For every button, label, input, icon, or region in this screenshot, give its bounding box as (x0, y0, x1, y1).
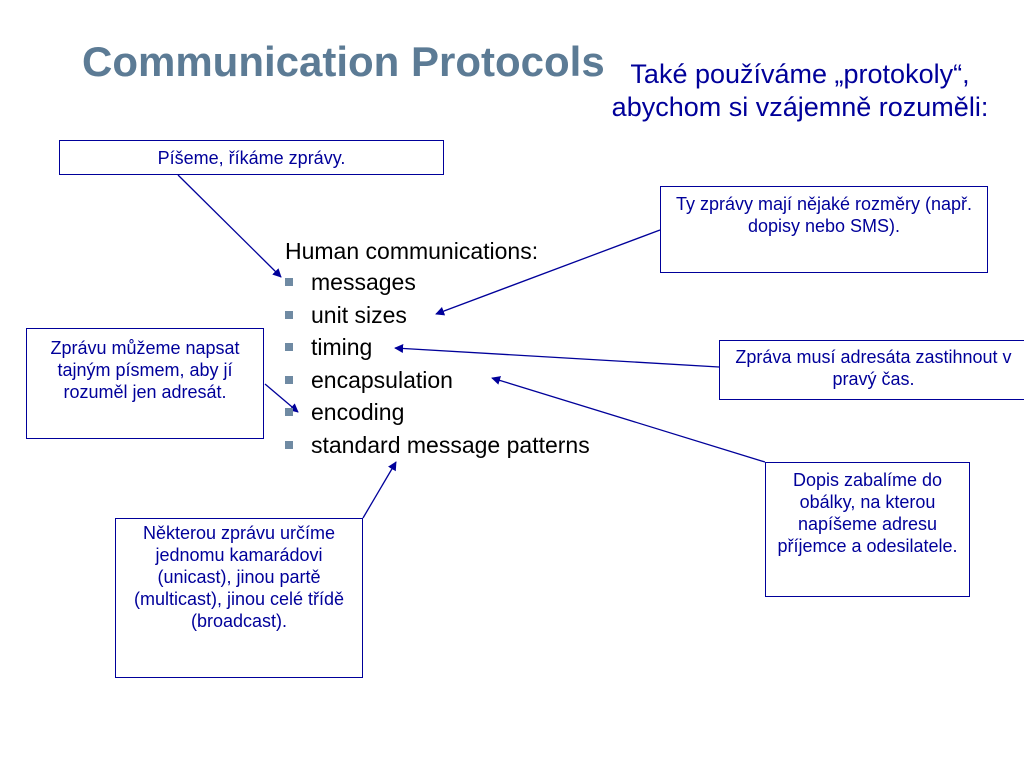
arrow-write-to-messages (177, 174, 282, 278)
arrow-secret-to-encoding (264, 383, 299, 413)
callout-envelope: Dopis zabalíme do obálky, na kterou napí… (765, 462, 970, 597)
list-item-timing: timing (285, 331, 590, 364)
slide-subtitle: Také používáme „protokoly“, abychom si v… (611, 59, 989, 122)
callout-envelope-text: Dopis zabalíme do obálky, na kterou napí… (777, 470, 958, 556)
arrow-envelope-to-encapsulation (491, 376, 766, 463)
callout-secret-text: Zprávu můžeme napsat tajným písmem, aby … (50, 338, 240, 402)
list-heading: Human communications: (285, 238, 539, 264)
list-item-messages: messages (285, 266, 590, 299)
list-item-unit-sizes: unit sizes (285, 299, 590, 332)
callout-write-say: Píšeme, říkáme zprávy. (59, 140, 444, 175)
list-item-encapsulation: encapsulation (285, 364, 590, 397)
callout-patterns-text: Některou zprávu určíme jednomu kamarádov… (133, 523, 345, 631)
callout-timing-text: Zpráva musí adresáta zastihnout v pravý … (735, 347, 1012, 389)
arrow-timing-to-timing (394, 343, 720, 368)
list-item-standard-message-patterns: standard message patterns (285, 429, 590, 462)
callout-write-say-text: Píšeme, říkáme zprávy. (157, 148, 346, 168)
callout-timing: Zpráva musí adresáta zastihnout v pravý … (719, 340, 1024, 400)
protocol-aspects-list: messages unit sizes timing encapsulation… (285, 266, 590, 461)
arrow-patterns-to-standard-patterns (362, 461, 397, 519)
main-list-block: Human communications: messages unit size… (285, 236, 590, 461)
list-item-encoding: encoding (285, 396, 590, 429)
callout-sizes-text: Ty zprávy mají nějaké rozměry (např. dop… (675, 194, 973, 236)
callout-patterns: Některou zprávu určíme jednomu kamarádov… (115, 518, 363, 678)
arrow-sizes-to-unit-sizes (435, 229, 661, 316)
slide-title: Communication Protocols (82, 38, 605, 85)
callout-sizes: Ty zprávy mají nějaké rozměry (např. dop… (660, 186, 988, 273)
callout-secret: Zprávu můžeme napsat tajným písmem, aby … (26, 328, 264, 439)
